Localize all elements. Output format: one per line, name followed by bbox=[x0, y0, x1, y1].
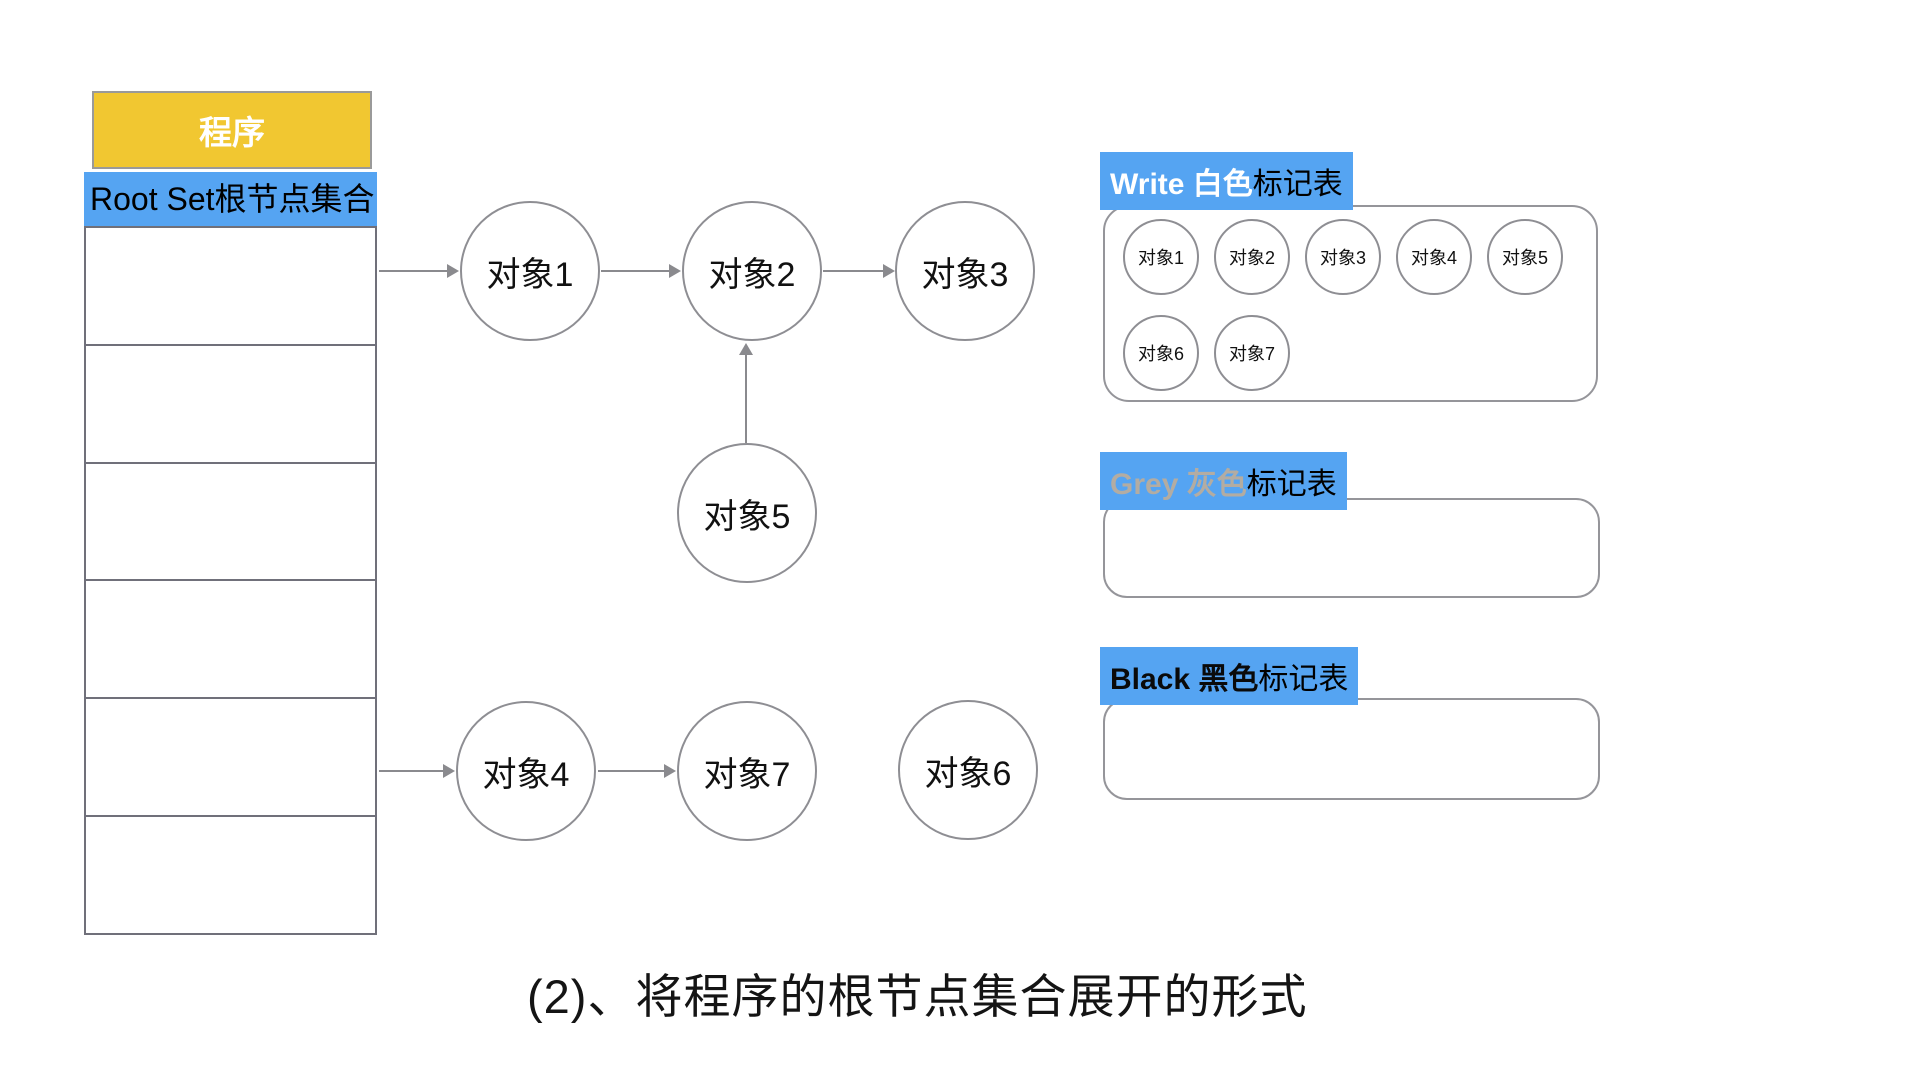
root-set-label: Root Set根节点集合 bbox=[84, 172, 377, 226]
root-set-row bbox=[86, 815, 375, 933]
black-marktable-label-highlight: Black 黑色 bbox=[1110, 663, 1259, 696]
white-item-2: 对象2 bbox=[1214, 219, 1290, 295]
white-item-6: 对象6 bbox=[1123, 315, 1199, 391]
white-item-4: 对象4 bbox=[1396, 219, 1472, 295]
arrow-rootset-to-obj4 bbox=[379, 764, 455, 778]
white-item-5: 对象5 bbox=[1487, 219, 1563, 295]
white-marktable-label: Write 白色标记表 bbox=[1100, 152, 1353, 210]
grey-marktable-label-highlight: Grey 灰色 bbox=[1110, 468, 1247, 501]
root-set-row bbox=[86, 461, 375, 580]
arrow-rootset-to-obj1 bbox=[379, 264, 459, 278]
white-marktable-label-highlight: Write 白色 bbox=[1110, 168, 1253, 201]
arrow-obj1-to-obj2 bbox=[601, 264, 681, 278]
figure-caption: (2)、将程序的根节点集合展开的形式 bbox=[527, 970, 1308, 1023]
grey-marktable-label-rest: 标记表 bbox=[1246, 468, 1337, 501]
white-marktable-label-rest: 标记表 bbox=[1252, 168, 1343, 201]
white-item-7: 对象7 bbox=[1214, 315, 1290, 391]
object-node-6: 对象6 bbox=[898, 700, 1038, 840]
object-node-7: 对象7 bbox=[677, 701, 817, 841]
black-marktable-label: Black 黑色标记表 bbox=[1100, 647, 1359, 705]
black-marktable-box bbox=[1103, 698, 1600, 800]
object-node-1: 对象1 bbox=[460, 201, 600, 341]
white-item-1: 对象1 bbox=[1123, 219, 1199, 295]
arrow-obj4-to-obj7 bbox=[598, 764, 676, 778]
grey-marktable-label: Grey 灰色标记表 bbox=[1100, 452, 1347, 510]
black-marktable-label-rest: 标记表 bbox=[1258, 663, 1349, 696]
white-item-3: 对象3 bbox=[1305, 219, 1381, 295]
object-node-3: 对象3 bbox=[895, 201, 1035, 341]
arrow-obj5-to-obj2 bbox=[739, 343, 753, 443]
root-set-table bbox=[84, 226, 377, 935]
root-set-row bbox=[86, 579, 375, 697]
grey-marktable-box bbox=[1103, 498, 1600, 598]
arrow-obj2-to-obj3 bbox=[823, 264, 895, 278]
object-node-4: 对象4 bbox=[456, 701, 596, 841]
program-header: 程序 bbox=[92, 91, 372, 169]
root-set-row bbox=[86, 228, 375, 344]
root-set-row bbox=[86, 697, 375, 815]
root-set-row bbox=[86, 343, 375, 462]
object-node-5: 对象5 bbox=[677, 443, 817, 583]
object-node-2: 对象2 bbox=[682, 201, 822, 341]
